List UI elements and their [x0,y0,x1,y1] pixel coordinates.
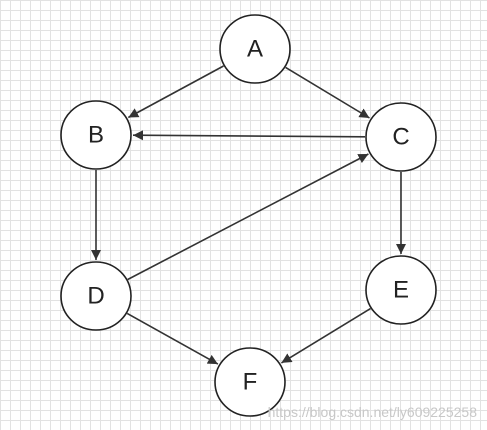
edge-d-f [126,312,219,365]
node-circle [60,100,132,170]
node-circle [219,14,291,84]
node-label: F [243,369,258,396]
edge-a-c [285,66,370,119]
node-circle [60,261,132,331]
node-label: C [392,124,409,151]
node-label: A [247,36,263,63]
nodes: A B C D E F [60,14,437,417]
node-b: B [60,100,132,170]
node-d: D [60,261,132,331]
node-e: E [365,255,437,325]
node-circle [214,347,286,417]
node-c: C [365,102,437,172]
edge-e-f [280,307,371,364]
node-a: A [219,14,291,84]
edges [91,65,406,365]
node-circle [365,255,437,325]
edge-c-b [132,130,366,141]
edge-d-c [127,153,369,281]
node-label: B [88,122,104,149]
node-label: E [393,277,409,304]
node-f: F [214,347,286,417]
node-label: D [87,283,104,310]
node-circle [365,102,437,172]
edge-a-b [127,65,224,119]
watermark: https://blog.csdn.net/ly609225258 [267,404,477,420]
